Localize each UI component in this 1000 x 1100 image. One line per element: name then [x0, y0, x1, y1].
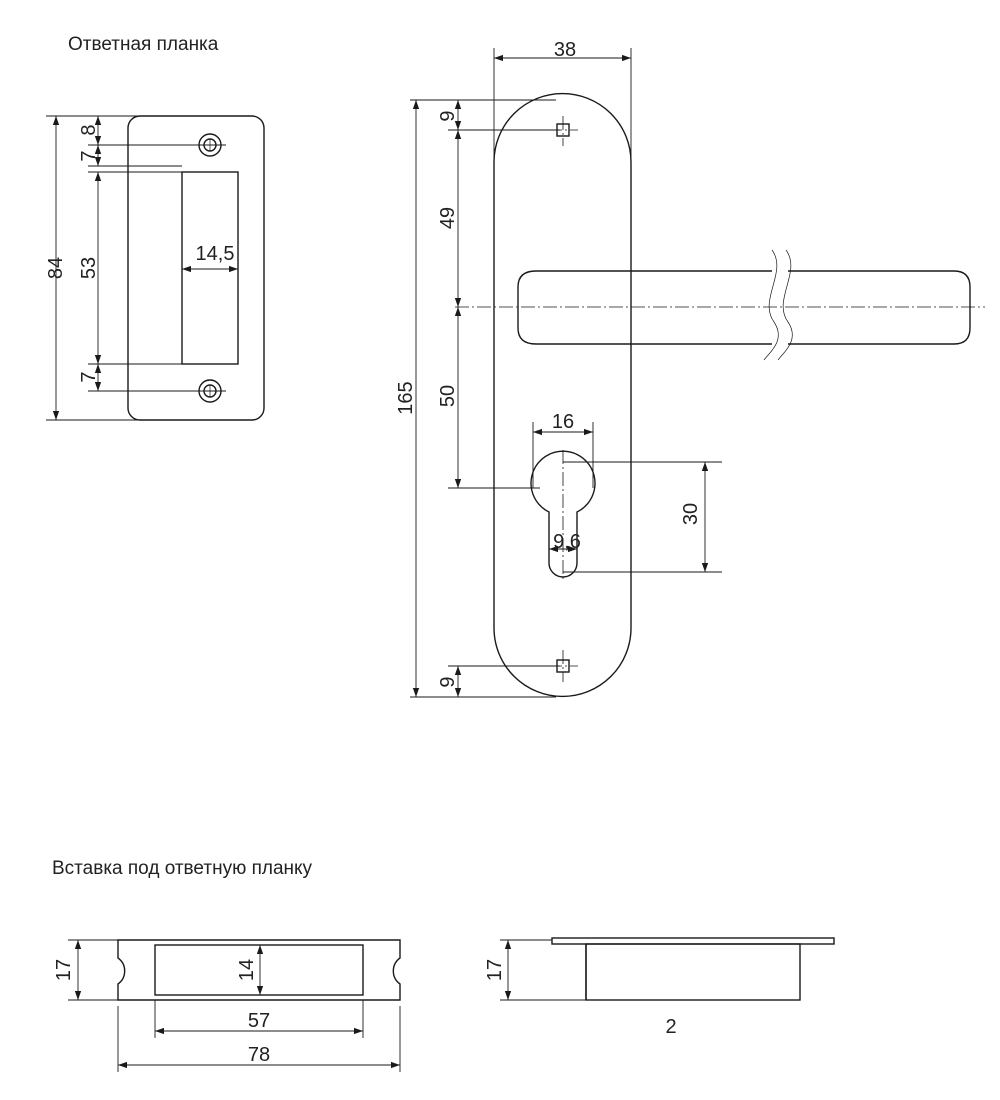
dim-strike-opening-width: 14,5 — [196, 243, 235, 265]
insert-front-drawing: 17 14 57 78 — [53, 939, 401, 1072]
dim-cylinder-slot: 9,6 — [553, 531, 581, 553]
dim-insert-pocket-height: 14 — [236, 959, 258, 981]
insert-body-side — [585, 943, 801, 1001]
insert-flange — [551, 937, 835, 945]
dim-insert-height: 17 — [53, 959, 75, 981]
strike-plate-outline — [127, 115, 265, 421]
dim-handle-to-cylinder: 50 — [437, 385, 459, 407]
lever-handle — [517, 270, 971, 345]
dim-plate-total-height: 165 — [395, 381, 417, 414]
strike-plate-opening — [181, 171, 239, 365]
cylinder-cutout — [530, 450, 596, 578]
dim-plate-width: 38 — [554, 39, 576, 61]
dim-bottom-screw: 9 — [437, 676, 459, 687]
escutcheon-outline — [493, 92, 632, 698]
dim-strike-opening-height: 53 — [78, 257, 100, 279]
dim-insert-flange-thickness: 2 — [665, 1016, 676, 1038]
dim-insert-pocket-width: 57 — [248, 1010, 270, 1032]
handle-plate-drawing: 38 165 9 49 50 9 16 30 9,6 — [395, 39, 985, 698]
strike-plate-title: Ответная планка — [68, 34, 219, 55]
dim-cylinder-width: 16 — [552, 411, 574, 433]
insert-pocket — [154, 944, 364, 996]
dim-strike-top-offset: 8 — [78, 124, 100, 135]
dim-strike-hole-gap-bottom: 7 — [78, 371, 100, 382]
strike-plate-drawing: 84 8 7 53 7 14,5 — [45, 115, 265, 421]
insert-title: Вставка под ответную планку — [52, 858, 313, 879]
dim-cylinder-height: 30 — [680, 503, 702, 525]
screw-top — [548, 116, 578, 146]
dim-insert-total-width: 78 — [248, 1044, 270, 1066]
insert-outline — [117, 939, 401, 1001]
dim-to-handle-axis: 49 — [437, 207, 459, 229]
insert-side-drawing: 17 2 — [484, 937, 835, 1038]
dim-insert-side-height: 17 — [484, 959, 506, 981]
dim-top-screw: 9 — [437, 110, 459, 121]
dim-strike-total-height: 84 — [45, 257, 67, 279]
lever-break-line-left — [763, 249, 779, 361]
lever-break-line-right — [777, 249, 793, 361]
dim-strike-hole-gap-top: 7 — [78, 150, 100, 161]
